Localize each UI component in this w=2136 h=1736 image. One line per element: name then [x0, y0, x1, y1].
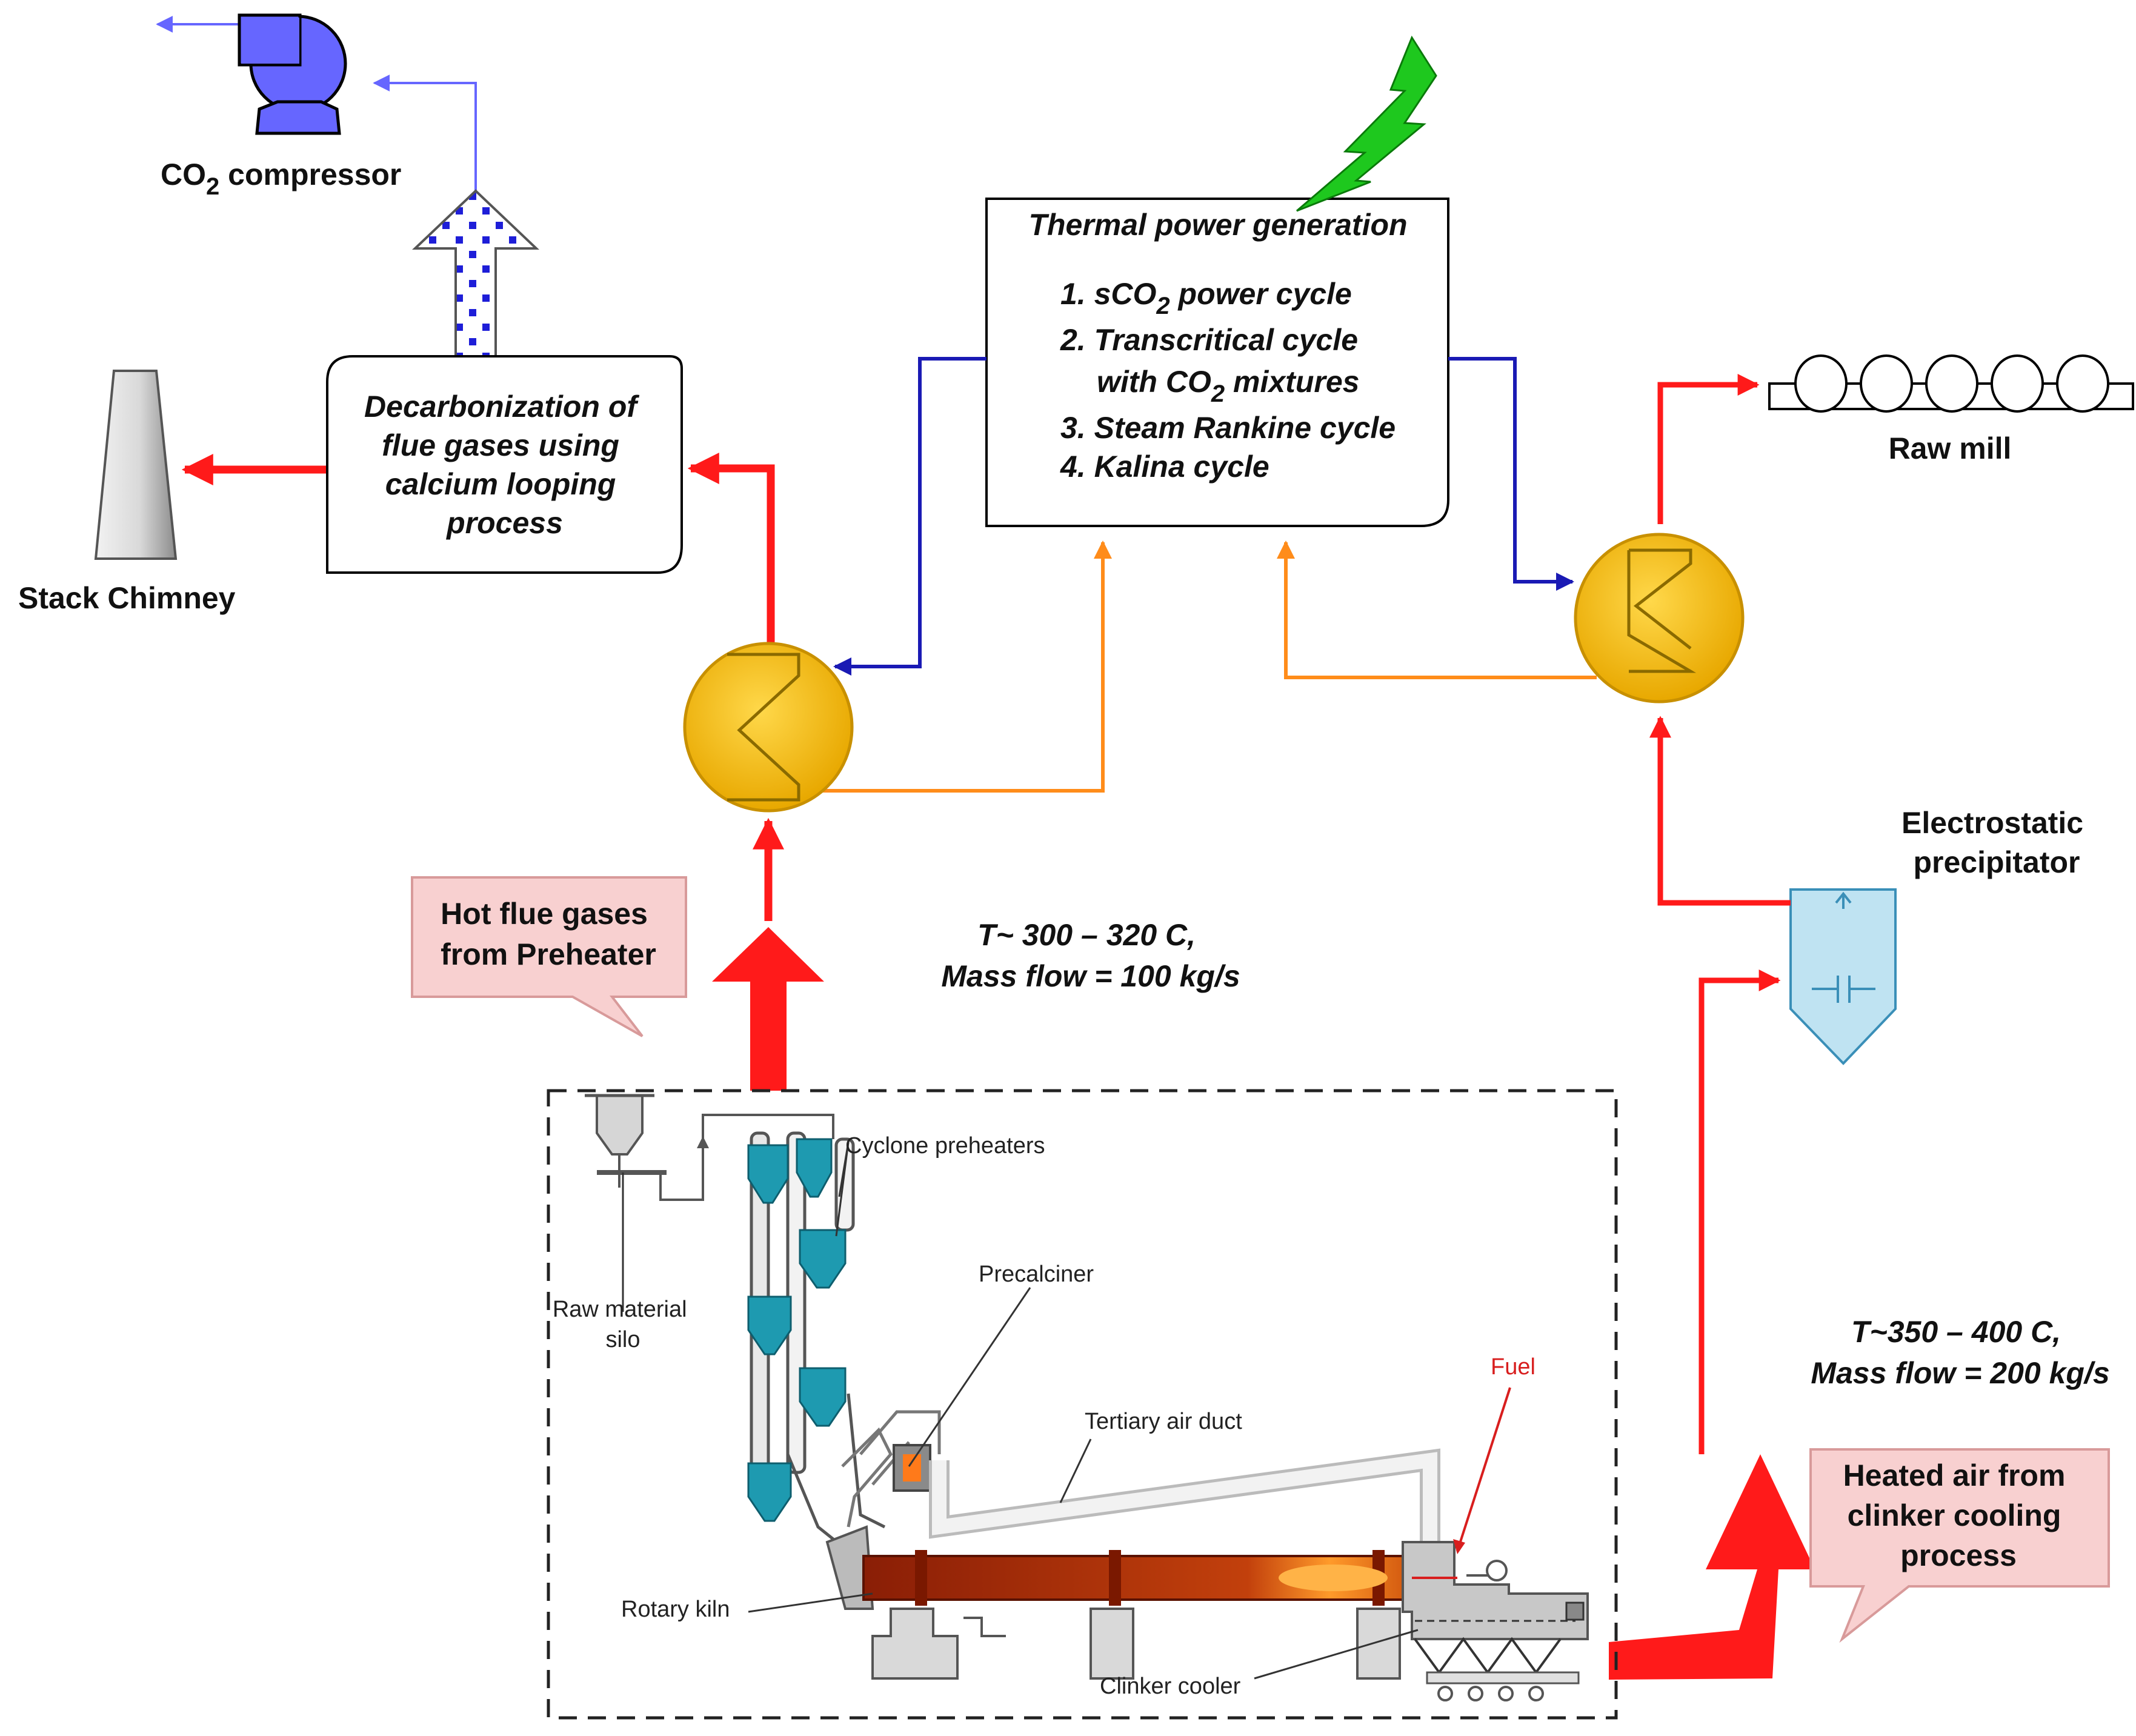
thermal-title: Thermal power generation — [1028, 208, 1407, 242]
hot-flue-big-arrow — [712, 927, 824, 1091]
svg-text:T~ 300 – 320 C, Mass flow: T~ 300 – 320 C, Mass flow = 100 kg/s — [941, 918, 1240, 993]
heated-air-line-2: clinker cooling — [1848, 1498, 2061, 1532]
raw-mill: Raw mill — [1768, 354, 2134, 465]
decarbonization-box: Decarbonization of flue gases using calc… — [326, 355, 683, 574]
cooler-massflow-label: Mass flow = 200 kg/s — [1811, 1356, 2109, 1390]
preheater-massflow-label: Mass flow = 100 kg/s — [941, 959, 1240, 993]
kiln-inlet — [825, 1525, 874, 1610]
hot-flue-gases-callout: Hot flue gases from Preheater — [411, 876, 687, 1037]
cyclone-6 — [747, 1462, 792, 1522]
raw-material-silo — [585, 1094, 834, 1201]
blue-loop-to-right-hx — [1448, 357, 1574, 591]
thermal-power-box: Thermal power generation 1. sCO2 power c… — [985, 198, 1449, 527]
precalciner-label: Precalciner — [979, 1262, 1094, 1287]
heat-exchanger-left — [683, 642, 854, 813]
cooler-temp-label: T~350 – 400 C, — [1851, 1315, 2061, 1349]
cyclone-preheaters-label: Cyclone preheaters — [845, 1133, 1045, 1159]
co2-compressor-label: CO2 compressor — [161, 158, 401, 200]
decarb-line-2: flue gases using — [382, 428, 619, 462]
svg-text:Electrostatic precipitat: Electrostatic precipitator — [1901, 806, 2092, 879]
decarb-line-1: Decarbonization of — [364, 390, 639, 424]
raw-material-silo-label-1: Raw material — [553, 1297, 687, 1322]
preheater-temp-label: T~ 300 – 320 C, — [977, 918, 1196, 952]
svg-text:Heated air from clinker: Heated air from clinker cooling process — [1843, 1458, 2074, 1572]
cement-plant-illustration: Cyclone preheaters Raw material silo Pre… — [553, 1094, 1589, 1701]
stack-chimney-label: Stack Chimney — [18, 581, 236, 615]
hot-flue-line-2: from Preheater — [441, 937, 656, 971]
heated-air-line-1: Heated air from — [1843, 1458, 2066, 1492]
svg-text:Hot flue gases from Preh: Hot flue gases from Preheater — [441, 897, 656, 971]
orange-loop-from-right-hx — [1277, 540, 1597, 679]
orange-loop-from-left-hx — [818, 540, 1112, 793]
cyclone-5 — [799, 1367, 847, 1427]
heated-air-line-3: process — [1900, 1538, 2017, 1572]
lightning-icon — [1296, 35, 1437, 212]
heat-exchanger-right — [1574, 533, 1745, 703]
co2-dotted-arrow — [411, 189, 540, 359]
decarb-line-4: process — [445, 506, 563, 540]
thermal-item-4: 4. Kalina cycle — [1060, 450, 1269, 484]
thermal-item-3: 3. Steam Rankine cycle — [1060, 411, 1396, 445]
thermal-item-2: 2. Transcritical cycle — [1060, 323, 1358, 357]
cyclone-2 — [796, 1138, 833, 1198]
raw-material-silo-label-2: silo — [605, 1327, 640, 1352]
electrostatic-precipitator: Electrostatic precipitator — [1789, 806, 2092, 1065]
tertiary-air-duct-label: Tertiary air duct — [1085, 1409, 1242, 1434]
clinker-cooler-label: Clinker cooler — [1100, 1674, 1241, 1699]
thermal-item-1: 1. sCO2 power cycle — [1060, 277, 1352, 319]
fuel-arrow — [1456, 1387, 1511, 1552]
precalciner — [893, 1444, 931, 1492]
flue-to-raw-mill-arrow — [1657, 374, 1760, 524]
rotary-kiln-label: Rotary kiln — [621, 1597, 730, 1622]
thermal-item-2b: with CO2 mixtures — [1097, 365, 1359, 407]
fuel-label: Fuel — [1491, 1354, 1535, 1380]
decarb-line-3: calcium looping — [385, 467, 616, 501]
cyclone-3 — [799, 1229, 847, 1289]
co2-compressor: CO2 compressor — [156, 13, 477, 200]
esp-label-1: Electrostatic — [1901, 806, 2083, 840]
cooler-to-esp-arrow — [1698, 969, 1781, 1454]
blue-loop-to-left-hx — [833, 357, 986, 676]
svg-text:Raw material silo: Raw material silo — [553, 1297, 693, 1352]
clinker-cooler — [1402, 1541, 1589, 1701]
esp-label-2: precipitator — [1913, 845, 2080, 879]
hot-flue-line-1: Hot flue gases — [441, 897, 648, 931]
kiln-supports — [871, 1608, 1401, 1680]
raw-mill-label: Raw mill — [1889, 431, 2012, 465]
cooler-hot-air-big-arrow — [1609, 1454, 1815, 1680]
stack-chimney: Stack Chimney — [18, 370, 236, 615]
esp-to-right-hx-arrow — [1649, 716, 1791, 906]
cyclone-4 — [747, 1295, 792, 1355]
heated-air-callout: Heated air from clinker cooling process — [1809, 1448, 2110, 1643]
cyclone-1 — [747, 1144, 789, 1204]
rotary-kiln — [862, 1550, 1413, 1606]
cement-plant-boundary — [547, 1089, 1618, 1720]
flue-to-decarb-arrow — [687, 453, 775, 644]
plant-leader-lines — [622, 1142, 1419, 1680]
svg-text:T~350 – 400 C, Mass flow =: T~350 – 400 C, Mass flow = 200 kg/s — [1811, 1315, 2109, 1390]
svg-text:Decarbonization of flue: Decarbonization of flue gases using calc… — [364, 390, 645, 540]
